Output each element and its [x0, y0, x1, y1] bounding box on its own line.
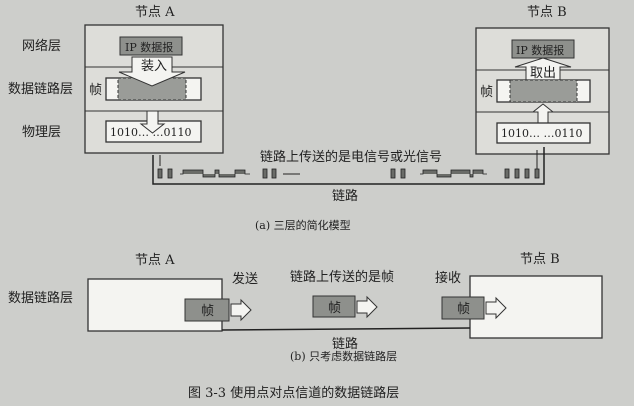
ip-datagram-label: IP 数据报 — [125, 40, 173, 54]
link-line-b — [221, 327, 471, 331]
frame-payload — [509, 79, 578, 103]
down-arrow-icon — [139, 110, 166, 134]
layer-physical: 物理层 — [22, 125, 61, 140]
svg-text:帧: 帧 — [201, 304, 214, 319]
frame-payload — [117, 77, 187, 101]
bits-label-b: 1010… …0110 — [501, 127, 583, 140]
receive-label: 接收 — [435, 270, 461, 286]
node-b-title: 节点 B — [527, 5, 567, 20]
encapsulate-label: 装入 — [141, 59, 167, 74]
node-a-title: 节点 A — [135, 5, 175, 20]
caption-b: (b) 只考虑数据链路层 — [290, 349, 397, 363]
layer-network: 网络层 — [22, 38, 61, 54]
figure-caption: 图 3-3 使用点对点信道的数据链路层 — [188, 385, 399, 401]
bits-box-b — [496, 122, 591, 144]
right-arrow-icon — [485, 296, 507, 320]
frame-b: 帧 — [441, 296, 507, 320]
ip-datagram-box-a — [119, 36, 183, 56]
bits-label-a: 1010… …0110 — [110, 126, 192, 139]
svg-text:帧: 帧 — [328, 301, 341, 316]
node-a-datalink-box — [87, 278, 223, 332]
layer-datalink-b: 数据链路层 — [8, 290, 73, 306]
link-label-b: 链路 — [332, 336, 358, 352]
node-b-title-b: 节点 B — [520, 252, 560, 267]
frame-label-b: 帧 — [480, 85, 493, 100]
down-arrow-icon — [118, 56, 186, 87]
right-arrow-icon — [230, 298, 252, 322]
link-line — [152, 147, 545, 185]
frame-label-a: 帧 — [89, 83, 102, 98]
layer-datalink: 数据链路层 — [8, 81, 73, 97]
send-label: 发送 — [232, 271, 258, 287]
caption-a: (a) 三层的简化模型 — [255, 218, 351, 232]
frame-link: 帧 — [312, 295, 378, 319]
svg-text:帧: 帧 — [457, 302, 470, 317]
frame-a: 帧 — [184, 298, 252, 322]
extract-label: 取出 — [530, 66, 556, 81]
right-arrow-icon — [356, 295, 378, 319]
signal-label: 链路上传送的是电信号或光信号 — [260, 149, 442, 165]
node-a-title-b: 节点 A — [135, 253, 175, 268]
ip-datagram-label: IP 数据报 — [516, 43, 564, 57]
signal-waveform — [157, 168, 540, 179]
frame-on-link-label: 链路上传送的是帧 — [290, 269, 394, 285]
link-label-a: 链路 — [332, 188, 358, 204]
